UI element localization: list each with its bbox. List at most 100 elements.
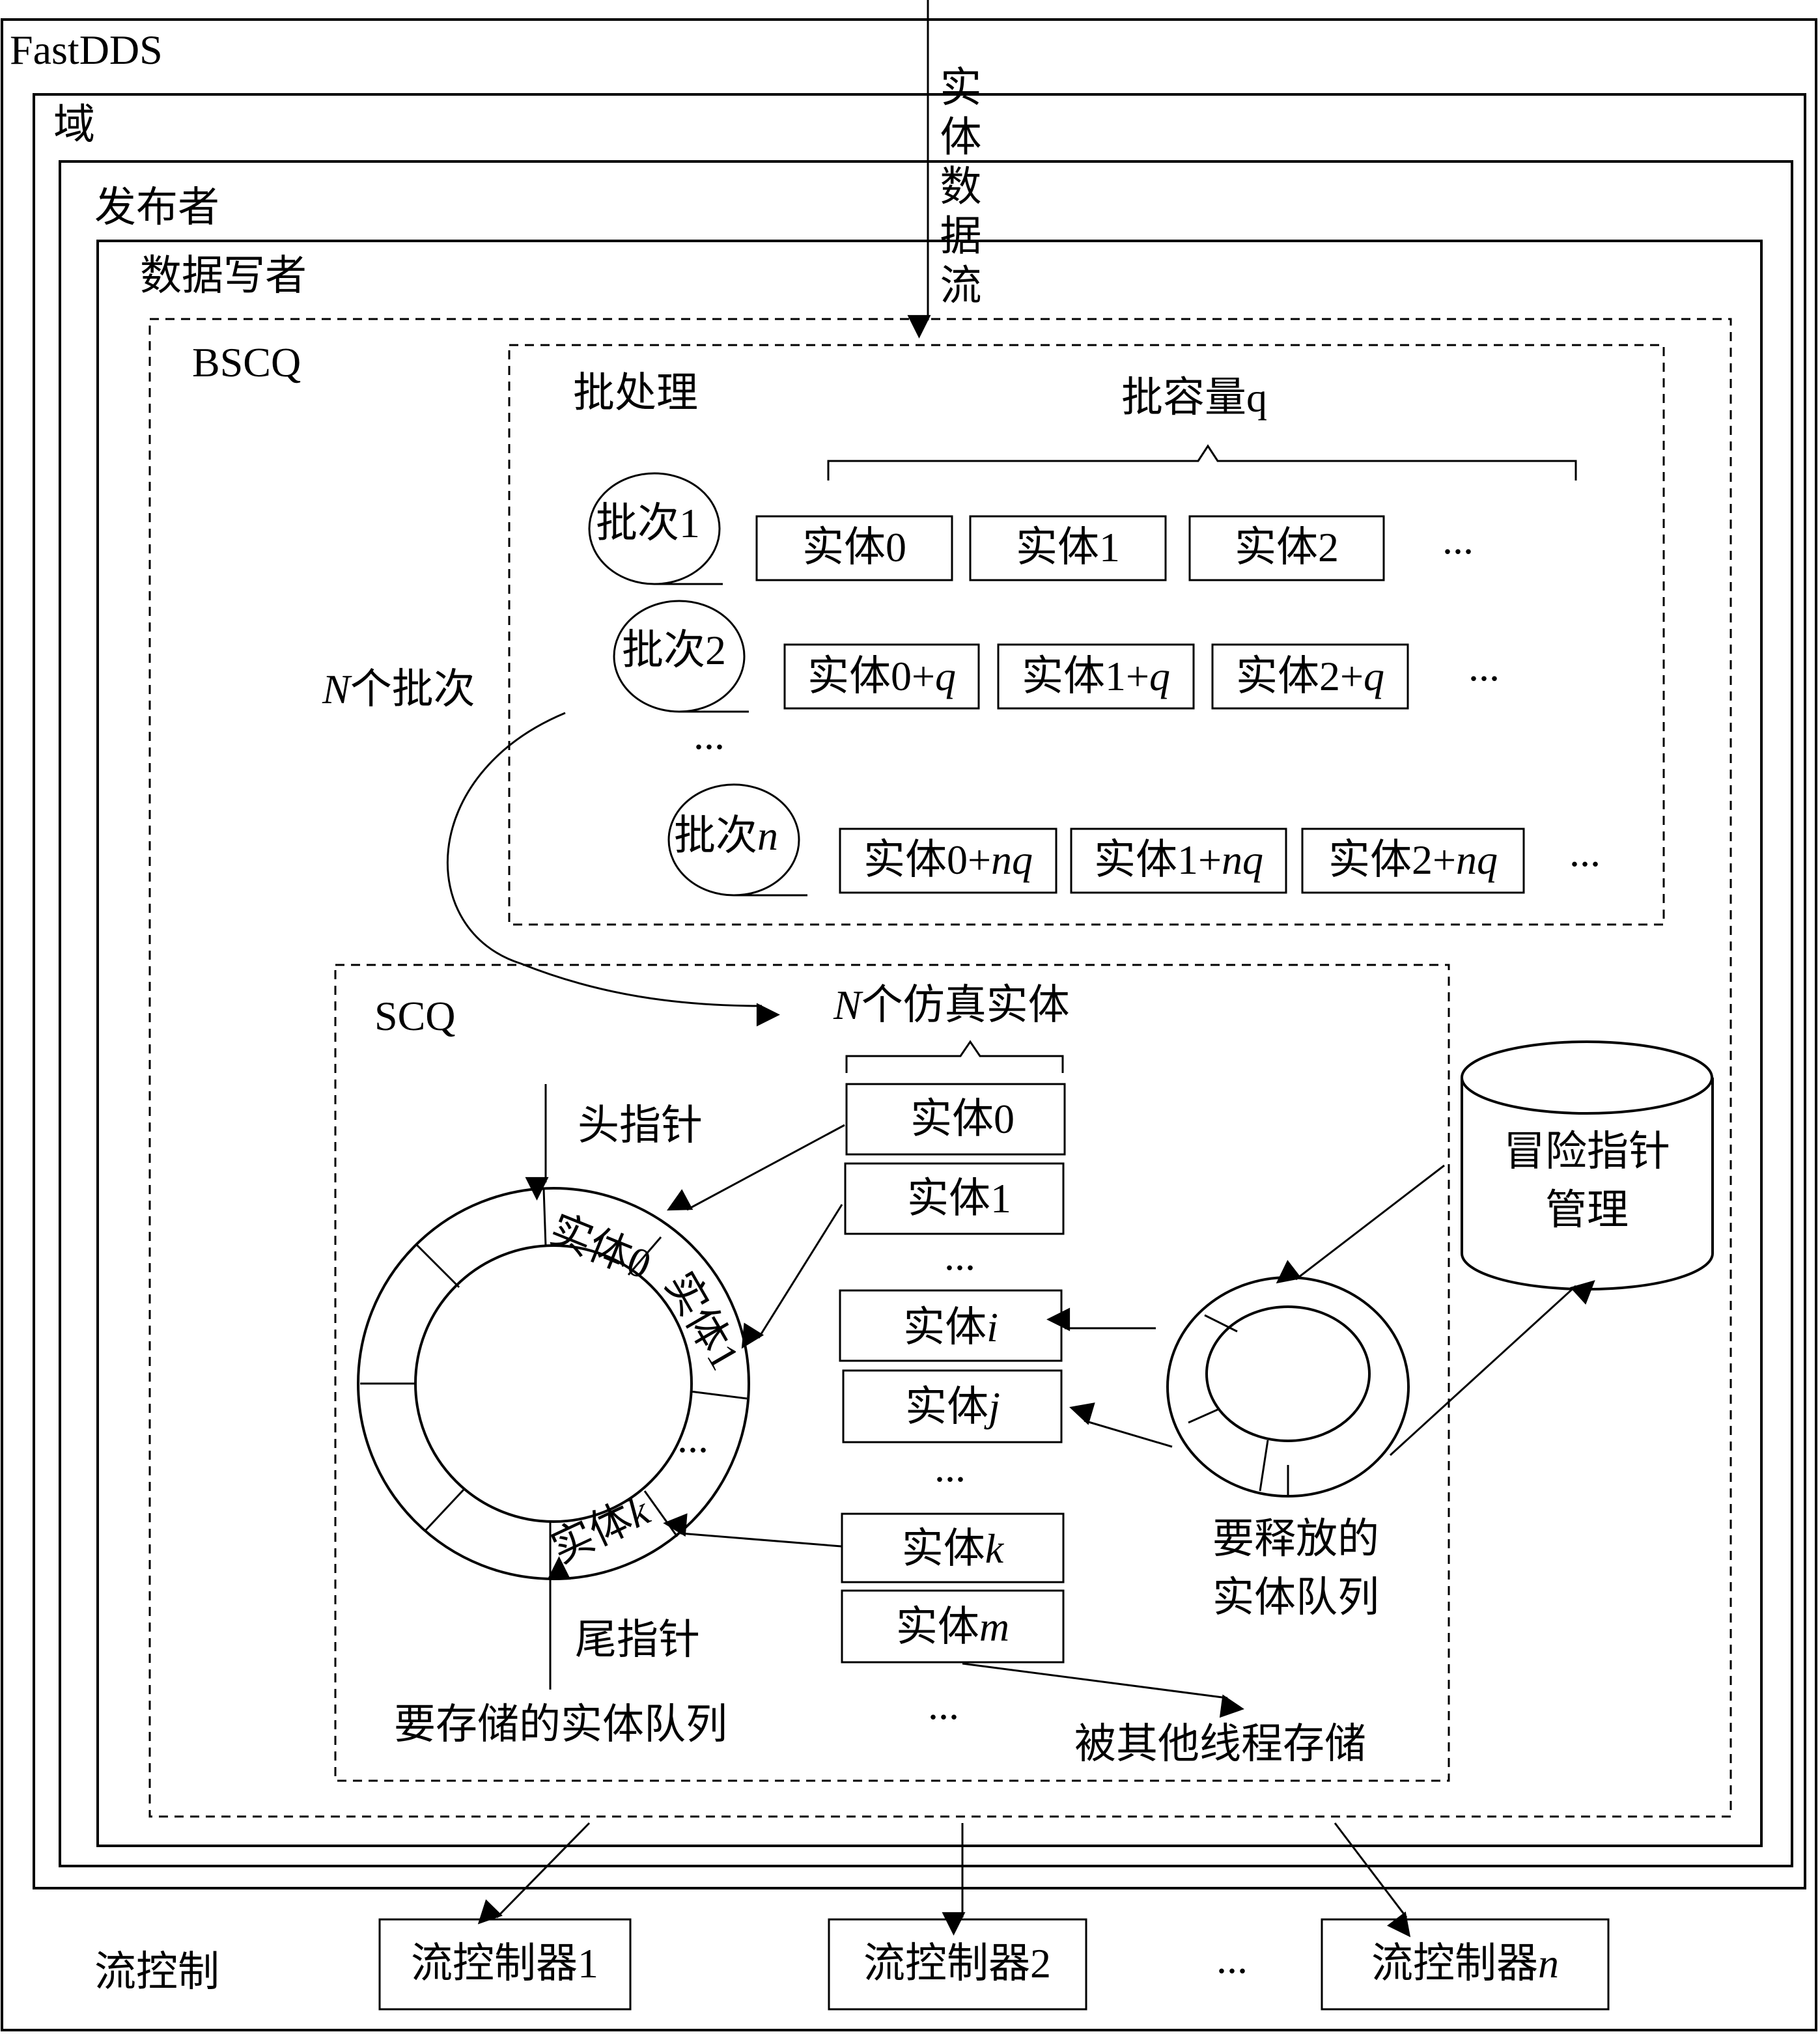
scq-frame (334, 964, 1450, 1782)
publisher-label: 发布者 (94, 184, 219, 230)
batch-row: 批次1 实体0 实体1 实体2 ... (588, 472, 1474, 585)
batch-row: 批次2 实体0+q 实体1+q 实体2+q ... (613, 600, 1500, 713)
batch-row-ellipsis: ... (1442, 516, 1474, 563)
scq-entity-label: 实体m (896, 1604, 1009, 1650)
batch-rows-ellipsis: ... (693, 712, 725, 758)
flow-control-label: 流控制 (94, 1949, 219, 1995)
domain-frame (33, 93, 1806, 1889)
ring-slot-label: ... (677, 1415, 708, 1461)
batch-row-ellipsis: ... (1569, 829, 1601, 875)
scq-entity-label: 实体k (902, 1526, 1005, 1572)
flow-controllers-ellipsis: ... (1216, 1936, 1248, 1982)
batch-row: 批次n 实体0+nq 实体1+nq 实体2+nq ... (667, 783, 1601, 897)
hazard-cylinder-top (1461, 1040, 1713, 1115)
ring-divider (415, 1244, 460, 1289)
batch-entity-box (1211, 643, 1409, 710)
scq-entity-box (844, 1162, 1065, 1235)
store-queue-label: 要存储的实体队列 (394, 1701, 727, 1748)
entityk-to-ring-arrow (663, 1513, 842, 1548)
batch-capacity-brace (827, 444, 1577, 481)
to-flow-controller-1-arrow (477, 1822, 591, 1925)
release-queue-label: 要释放的 (1212, 1516, 1379, 1562)
inflow-label: 实体数据流 (934, 65, 981, 313)
publisher-frame (59, 160, 1793, 1867)
entity1-to-ring-arrow (741, 1204, 843, 1349)
flow-controller-label: 流控制器2 (863, 1940, 1051, 1986)
batch-entity-box (969, 515, 1167, 581)
release-ring (1166, 1276, 1410, 1498)
sim-entities-brace (845, 1040, 1064, 1073)
datawriter-frame (96, 240, 1763, 1847)
batch-entity-label: 实体0 (802, 524, 906, 570)
hazard-cylinder-body (1461, 1078, 1714, 1291)
scq-list-ellipsis: ... (944, 1233, 975, 1279)
tail-pointer-label: 尾指针 (575, 1617, 700, 1663)
scq-label: SCQ (374, 993, 456, 1039)
domain-label: 域 (53, 102, 95, 148)
release-ring-divider (1259, 1440, 1269, 1492)
scq-list-ellipsis: ... (928, 1682, 959, 1728)
scq-entity-label: 实体j (905, 1384, 1000, 1430)
batch-to-scq-arrow (446, 712, 780, 1027)
fastdds-label: FastDDS (10, 27, 163, 73)
batch-name: 批次2 (622, 627, 726, 673)
scq-list-ellipsis: ... (934, 1444, 966, 1490)
batch-entity-label: 实体1 (1016, 524, 1120, 570)
bscq-label: BSCQ (192, 339, 301, 385)
flow-controller-box (1321, 1918, 1610, 2011)
batch-processing-label: 批处理 (573, 370, 698, 416)
ring-divider (542, 1188, 547, 1247)
release-ring-divider (1204, 1314, 1238, 1333)
batch-entity-label: 实体0+q (807, 653, 956, 699)
batch-entity-box (1301, 828, 1525, 894)
batch-entity-box (839, 828, 1057, 894)
batch-entity-label: 实体2+q (1236, 653, 1384, 699)
ring-divider (690, 1390, 748, 1400)
scq-entity-box (841, 1512, 1065, 1583)
hazard-label: 管理 (1545, 1187, 1629, 1233)
flow-controller-label: 流控制器1 (411, 1940, 598, 1986)
ring-divider (627, 1236, 662, 1275)
batch-name: 批次n (674, 813, 778, 859)
release-queue-label: 实体队列 (1212, 1574, 1379, 1621)
entity0-to-ring-arrow (667, 1124, 845, 1211)
scq-entity-label: 实体0 (910, 1096, 1015, 1142)
stored-by-others-label: 被其他线程存储 (1074, 1721, 1366, 1767)
flow-controller-box (828, 1918, 1087, 2011)
ring-inner (414, 1244, 693, 1523)
batch-processing-frame (508, 344, 1665, 926)
release-ring-outer (1166, 1276, 1410, 1498)
batch-entity-box (783, 643, 980, 710)
to-flow-controller-n-arrow (1334, 1822, 1411, 1938)
flow-controller-label: 流控制器n (1371, 1940, 1559, 1986)
flow-controller-box (378, 1918, 632, 2011)
batch-entity-label: 实体0+nq (863, 837, 1033, 883)
batch-entity-box (1188, 515, 1385, 581)
bscq-frame (148, 318, 1732, 1818)
release-to-hazard-arrow (1389, 1280, 1595, 1456)
batch-name: 批次1 (596, 500, 700, 546)
scq-entity-box (842, 1369, 1063, 1443)
ring-slot-label: 实体1 (656, 1264, 748, 1378)
scq-entity-list: 实体0 实体1 ... 实体i 实体j ... 实体k 实体m ... (839, 1083, 1066, 1728)
scq-entity-label: 实体1 (907, 1175, 1011, 1221)
batch-capacity-label: 批容量q (1121, 374, 1267, 421)
release-ring-inner (1205, 1305, 1371, 1442)
ring-slot-label: 实体0 (544, 1206, 658, 1288)
release-ring-divider (1188, 1408, 1218, 1424)
batch-row-ellipsis: ... (1468, 643, 1500, 690)
batch-entity-box (997, 643, 1195, 710)
head-pointer-label: 头指针 (578, 1102, 703, 1149)
entitym-to-other-thread-arrow (962, 1662, 1244, 1718)
hazard-pointer-db: 冒险指针 管理 (1461, 1040, 1714, 1291)
sim-entities-label: N个仿真实体 (833, 982, 1070, 1028)
batch-entity-box (1070, 828, 1287, 894)
scq-entity-box (841, 1589, 1065, 1664)
batch-entity-label: 实体1+q (1022, 653, 1170, 699)
batch-entity-box (755, 515, 953, 581)
release-to-entityj-arrow (1069, 1402, 1173, 1448)
ring-divider (423, 1488, 465, 1533)
hazard-label: 冒险指针 (1504, 1128, 1670, 1175)
n-batches-label: N个批次 (322, 666, 475, 712)
